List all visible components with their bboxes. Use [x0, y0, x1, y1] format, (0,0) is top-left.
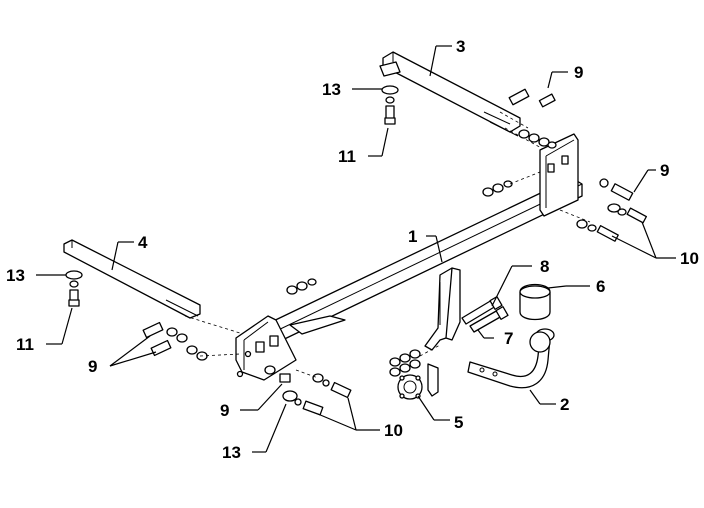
label-9-left: 9: [88, 357, 97, 376]
bracket-arm-right: [379, 51, 546, 151]
bracket-arm-left: [63, 239, 241, 334]
label-3: 3: [456, 37, 465, 56]
label-13-bottom: 13: [222, 443, 241, 462]
label-4: 4: [138, 233, 148, 252]
label-13-left: 13: [6, 266, 25, 285]
label-11-top: 11: [338, 147, 356, 166]
label-8: 8: [540, 257, 549, 276]
label-5: 5: [454, 413, 463, 432]
hardware-left: [65, 270, 317, 361]
ball-cover-cap: [519, 283, 551, 321]
hardware-top-left: [381, 85, 399, 125]
hardware-top-right: [499, 88, 557, 149]
label-9-top: 9: [574, 63, 583, 82]
callout-labels: 1 2 3 4 5 6 7 8 9 9 9 9 10 10 11 11 13 1…: [6, 37, 699, 462]
label-7: 7: [504, 329, 513, 348]
hardware-bottom-left: [264, 365, 352, 416]
label-1: 1: [408, 227, 417, 246]
label-13-top: 13: [322, 80, 341, 99]
socket-plate: [397, 363, 439, 400]
ball-neck: [467, 328, 555, 389]
hardware-center: [389, 344, 441, 377]
label-2: 2: [560, 395, 569, 414]
bolts-7-8: [461, 296, 509, 333]
label-10-right: 10: [680, 249, 699, 268]
label-9-right: 9: [660, 161, 669, 180]
label-11-left: 11: [16, 335, 34, 354]
leader-lines: [36, 45, 676, 453]
label-10-bottom: 10: [384, 421, 403, 440]
label-6: 6: [596, 277, 605, 296]
main-crossbar: [235, 133, 583, 381]
hardware-mid-right: [482, 171, 648, 242]
label-9-bottom: 9: [220, 401, 229, 420]
